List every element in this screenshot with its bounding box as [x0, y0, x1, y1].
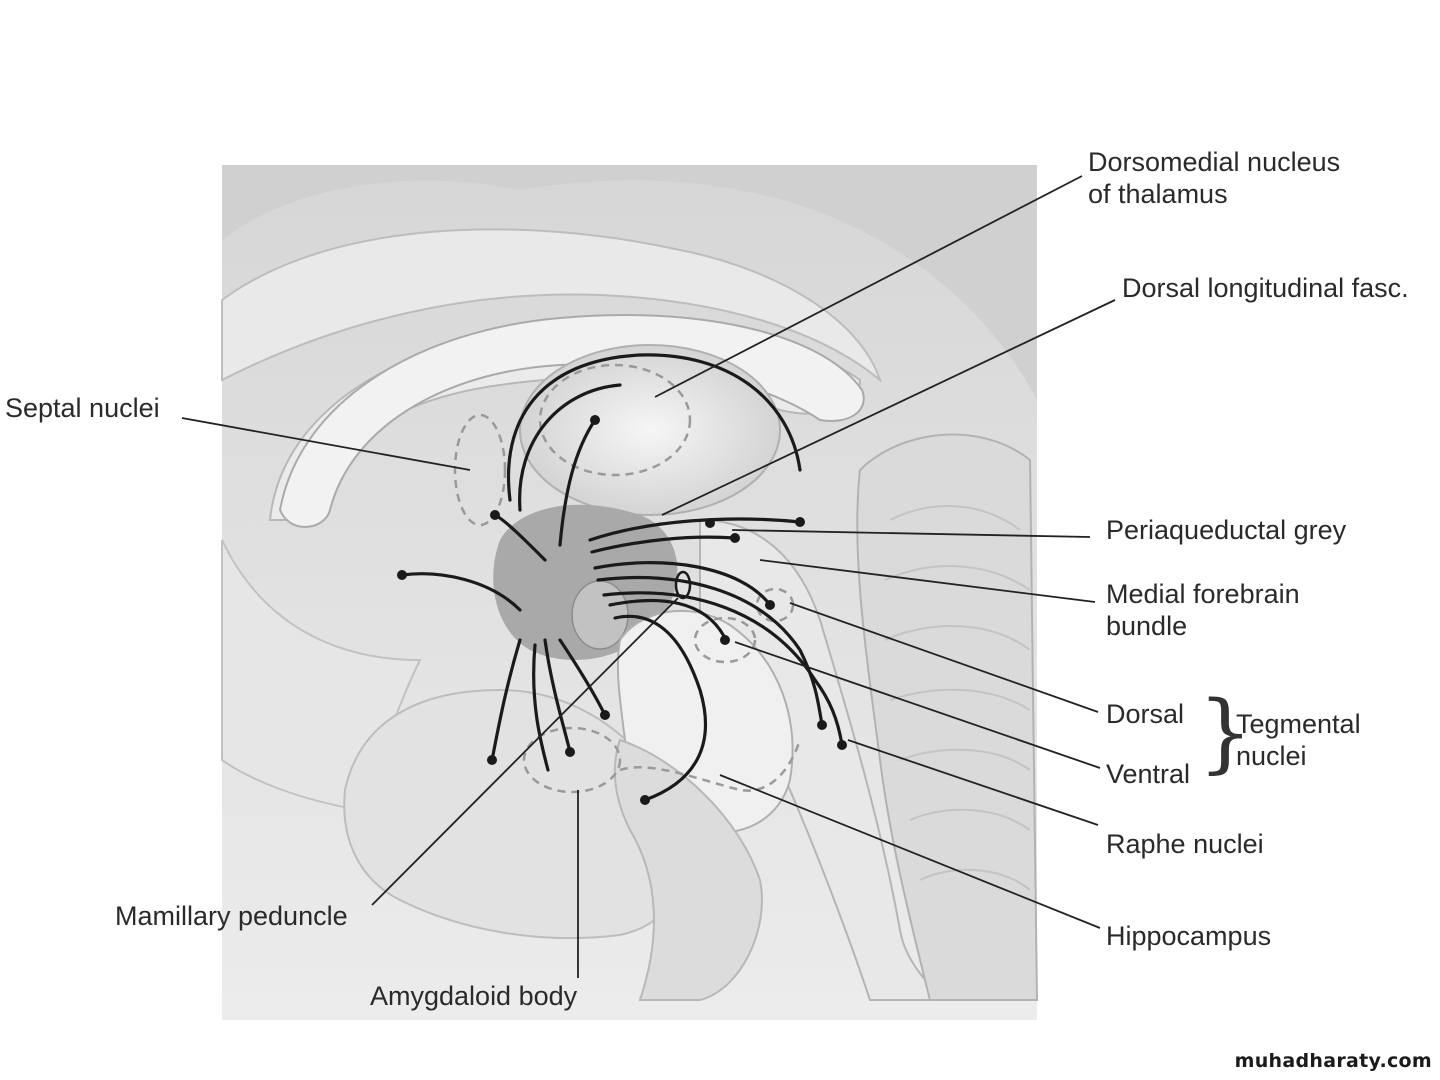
leader-dorsal-tegmental [789, 602, 1099, 713]
label-mamillary-peduncle: Mamillary peduncle [115, 901, 348, 931]
fiber-periaq-2 [590, 535, 737, 554]
leader-lines [181, 175, 1116, 978]
amygdaloid-outline [522, 726, 622, 794]
watermark-text: muhadharaty.com [1234, 1050, 1432, 1072]
fiber-down-4 [532, 643, 550, 772]
label-mfb-line1: Medial forebrain [1106, 579, 1300, 609]
pons-shape [613, 738, 763, 1001]
leader-hippocampus [719, 774, 1101, 929]
tegmental-brace-icon: } [1198, 683, 1253, 783]
mamillary-peduncle-ring [674, 570, 692, 600]
fiber-dorsomedial [558, 418, 597, 547]
label-mfb-line2: bundle [1106, 611, 1188, 641]
cerebellum-folia [884, 505, 1031, 891]
mamillary-body-shape [571, 580, 629, 650]
fiber-mfb-1 [593, 561, 772, 607]
fiber-tracts [400, 353, 844, 802]
fiber-periaq-1 [588, 517, 802, 542]
fiber-septal-left [400, 572, 522, 612]
label-tegmental-line2: nuclei [1236, 741, 1307, 771]
label-ventral: Ventral [1106, 759, 1191, 789]
cortex-gyrus-1 [221, 228, 883, 384]
leader-ventral-tegmental [734, 641, 1101, 769]
label-dorsomedial-line1: Dorsomedial nucleus [1088, 147, 1341, 177]
fiber-down-3 [558, 638, 607, 717]
fiber-down-2 [543, 638, 572, 754]
label-dorsal: Dorsal [1106, 699, 1185, 729]
leader-septal [181, 417, 471, 471]
fiber-mfb-2 [596, 576, 824, 727]
label-amygdaloid-body: Amygdaloid body [370, 981, 578, 1011]
fiber-hippo [613, 614, 708, 802]
fiber-raphe [602, 591, 844, 747]
brain-illustration [221, 165, 1039, 1020]
label-dorsomedial-line2: of thalamus [1088, 179, 1228, 209]
fiber-fornix-outer [507, 353, 802, 502]
cerebellum [856, 433, 1039, 1001]
label-dorsal-longitudinal: Dorsal longitudinal fasc. [1122, 273, 1409, 303]
thalamus [519, 344, 781, 516]
leader-dorsal-longitudinal [661, 299, 1116, 516]
label-raphe-nuclei: Raphe nuclei [1106, 829, 1264, 859]
septal-nuclei-outline [453, 413, 507, 527]
fiber-down-1 [490, 638, 522, 762]
leader-mamillary [371, 597, 679, 906]
ventral-tegmental-outline [693, 616, 757, 664]
fiber-endpoints [397, 415, 847, 805]
leader-mfb [759, 559, 1096, 603]
label-tegmental-line1: Tegmental [1236, 709, 1361, 739]
hippocampus-outline [619, 739, 802, 792]
leader-raphe [847, 739, 1099, 826]
leader-dorsomedial [654, 175, 1083, 398]
label-periaqueductal-grey: Periaqueductal grey [1106, 515, 1347, 545]
fiber-vta [608, 598, 727, 640]
cortex-outer-gyrus [222, 165, 1037, 400]
label-hippocampus: Hippocampus [1106, 921, 1272, 951]
leader-periaqueductal [731, 529, 1091, 538]
fiber-stria [518, 383, 622, 512]
dorsomedial-nucleus-outline [538, 363, 692, 477]
label-septal-nuclei: Septal nuclei [5, 393, 160, 423]
